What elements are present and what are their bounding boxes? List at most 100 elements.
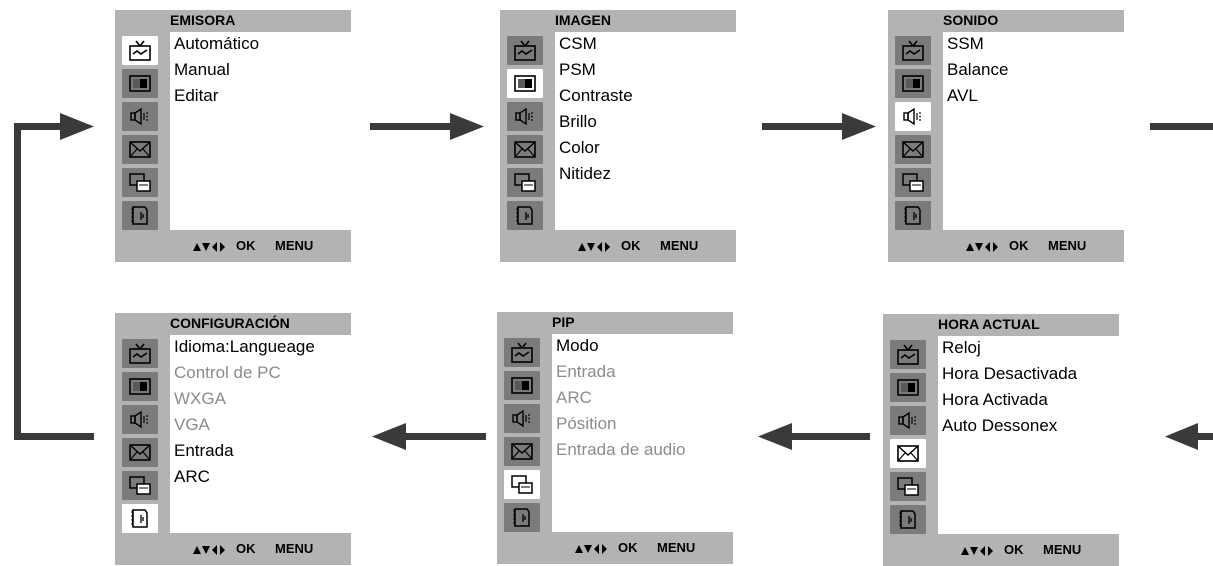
menu-item[interactable]: Auto Dessonex bbox=[942, 416, 1058, 435]
menu-item[interactable]: Idioma:Langueage bbox=[174, 337, 315, 356]
menu-tab-tv-antenna[interactable] bbox=[504, 338, 540, 367]
arrow-keys-icon bbox=[575, 544, 607, 554]
arrow-keys-icon bbox=[966, 242, 998, 252]
menu-tab-tv-antenna[interactable] bbox=[507, 36, 543, 65]
menu-tab-clock-envelope[interactable] bbox=[895, 135, 931, 164]
menu-item[interactable]: Reloj bbox=[942, 338, 981, 357]
arrow-keys-icon bbox=[961, 546, 993, 556]
panel-title: IMAGEN bbox=[555, 12, 611, 28]
menu-tab-pip-windows[interactable] bbox=[122, 471, 158, 500]
menu-button-label: MENU bbox=[275, 541, 314, 556]
ok-button-label: OK bbox=[236, 238, 256, 253]
ok-button-label: OK bbox=[621, 238, 641, 253]
menu-tab-clock-envelope[interactable] bbox=[890, 439, 926, 468]
menu-tab-pip-windows[interactable] bbox=[122, 168, 158, 197]
arrow-loop-back bbox=[14, 113, 94, 440]
menu-item[interactable]: Nitidez bbox=[559, 164, 611, 183]
menu-item[interactable]: Pósition bbox=[556, 414, 617, 433]
menu-item[interactable]: Brillo bbox=[559, 112, 597, 131]
menu-tab-clock-envelope[interactable] bbox=[122, 438, 158, 467]
menu-item[interactable]: Balance bbox=[947, 60, 1009, 79]
menu-item[interactable]: Hora Desactivada bbox=[942, 364, 1078, 383]
menu-tab-speaker[interactable] bbox=[895, 102, 931, 131]
menu-button-label: MENU bbox=[660, 238, 699, 253]
arrow-right-1 bbox=[370, 113, 484, 140]
menu-tab-setup-notepad[interactable] bbox=[504, 503, 540, 532]
ok-button-label: OK bbox=[618, 540, 638, 555]
menu-tab-clock-envelope[interactable] bbox=[504, 437, 540, 466]
menu-item[interactable]: Entrada de audio bbox=[556, 440, 686, 459]
menu-item[interactable]: PSM bbox=[559, 60, 596, 79]
panel-title: PIP bbox=[552, 314, 575, 330]
menu-item[interactable]: Contraste bbox=[559, 86, 633, 105]
menu-tab-picture[interactable] bbox=[890, 373, 926, 402]
menu-tab-setup-notepad[interactable] bbox=[895, 201, 931, 230]
menu-tab-pip-windows[interactable] bbox=[507, 168, 543, 197]
menu-item[interactable]: Entrada bbox=[174, 441, 234, 460]
menu-tab-tv-antenna[interactable] bbox=[895, 36, 931, 65]
menu-tab-clock-envelope[interactable] bbox=[122, 135, 158, 164]
arrow-keys-icon bbox=[578, 242, 610, 252]
menu-tab-tv-antenna[interactable] bbox=[122, 339, 158, 368]
panel-footer: OK MENU bbox=[170, 238, 351, 256]
menu-tab-setup-notepad[interactable] bbox=[122, 201, 158, 230]
menu-button-label: MENU bbox=[1043, 542, 1082, 557]
menu-tab-pip-windows[interactable] bbox=[504, 470, 540, 499]
menu-tab-picture[interactable] bbox=[504, 371, 540, 400]
menu-tab-picture[interactable] bbox=[122, 372, 158, 401]
menu-item[interactable]: Hora Activada bbox=[942, 390, 1048, 409]
panel-title: HORA ACTUAL bbox=[938, 316, 1040, 332]
menu-tab-speaker[interactable] bbox=[507, 102, 543, 131]
menu-tab-picture[interactable] bbox=[507, 69, 543, 98]
arrow-keys-icon bbox=[193, 242, 225, 252]
menu-tab-speaker[interactable] bbox=[890, 406, 926, 435]
menu-tab-picture[interactable] bbox=[122, 69, 158, 98]
menu-item[interactable]: SSM bbox=[947, 34, 984, 53]
menu-tab-speaker[interactable] bbox=[122, 405, 158, 434]
menu-tab-setup-notepad[interactable] bbox=[890, 505, 926, 534]
menu-item[interactable]: Entrada bbox=[556, 362, 616, 381]
ok-button-label: OK bbox=[236, 541, 256, 556]
menu-item[interactable]: AVL bbox=[947, 86, 978, 105]
panel-title: EMISORA bbox=[170, 12, 236, 28]
menu-tab-tv-antenna[interactable] bbox=[890, 340, 926, 369]
menu-item[interactable]: WXGA bbox=[174, 389, 226, 408]
menu-tab-speaker[interactable] bbox=[122, 102, 158, 131]
menu-item[interactable]: Editar bbox=[174, 86, 219, 105]
menu-tab-pip-windows[interactable] bbox=[895, 168, 931, 197]
arrow-right-2 bbox=[762, 113, 876, 140]
menu-tab-tv-antenna[interactable] bbox=[122, 36, 158, 65]
menu-button-label: MENU bbox=[1048, 238, 1087, 253]
menu-tab-picture[interactable] bbox=[895, 69, 931, 98]
panel-footer: OK MENU bbox=[943, 238, 1124, 256]
panel-footer: OK MENU bbox=[938, 542, 1119, 560]
menu-item[interactable]: CSM bbox=[559, 34, 597, 53]
menu-tab-setup-notepad[interactable] bbox=[122, 504, 158, 533]
menu-item[interactable]: ARC bbox=[556, 388, 592, 407]
menu-item[interactable]: Automático bbox=[174, 34, 260, 53]
panel-footer: OK MENU bbox=[552, 540, 733, 558]
menu-tab-pip-windows[interactable] bbox=[890, 472, 926, 501]
arrow-out-right bbox=[1150, 123, 1213, 130]
menu-tab-clock-envelope[interactable] bbox=[507, 135, 543, 164]
menu-item[interactable]: VGA bbox=[174, 415, 210, 434]
menu-item[interactable]: Manual bbox=[174, 60, 230, 79]
arrow-keys-icon bbox=[193, 545, 225, 555]
menu-tab-speaker[interactable] bbox=[504, 404, 540, 433]
menu-tab-setup-notepad[interactable] bbox=[507, 201, 543, 230]
menu-item[interactable]: Color bbox=[559, 138, 600, 157]
menu-item[interactable]: ARC bbox=[174, 467, 210, 486]
menu-item[interactable]: Control de PC bbox=[174, 363, 281, 382]
menu-button-label: MENU bbox=[275, 238, 314, 253]
menu-item[interactable]: Modo bbox=[556, 336, 599, 355]
